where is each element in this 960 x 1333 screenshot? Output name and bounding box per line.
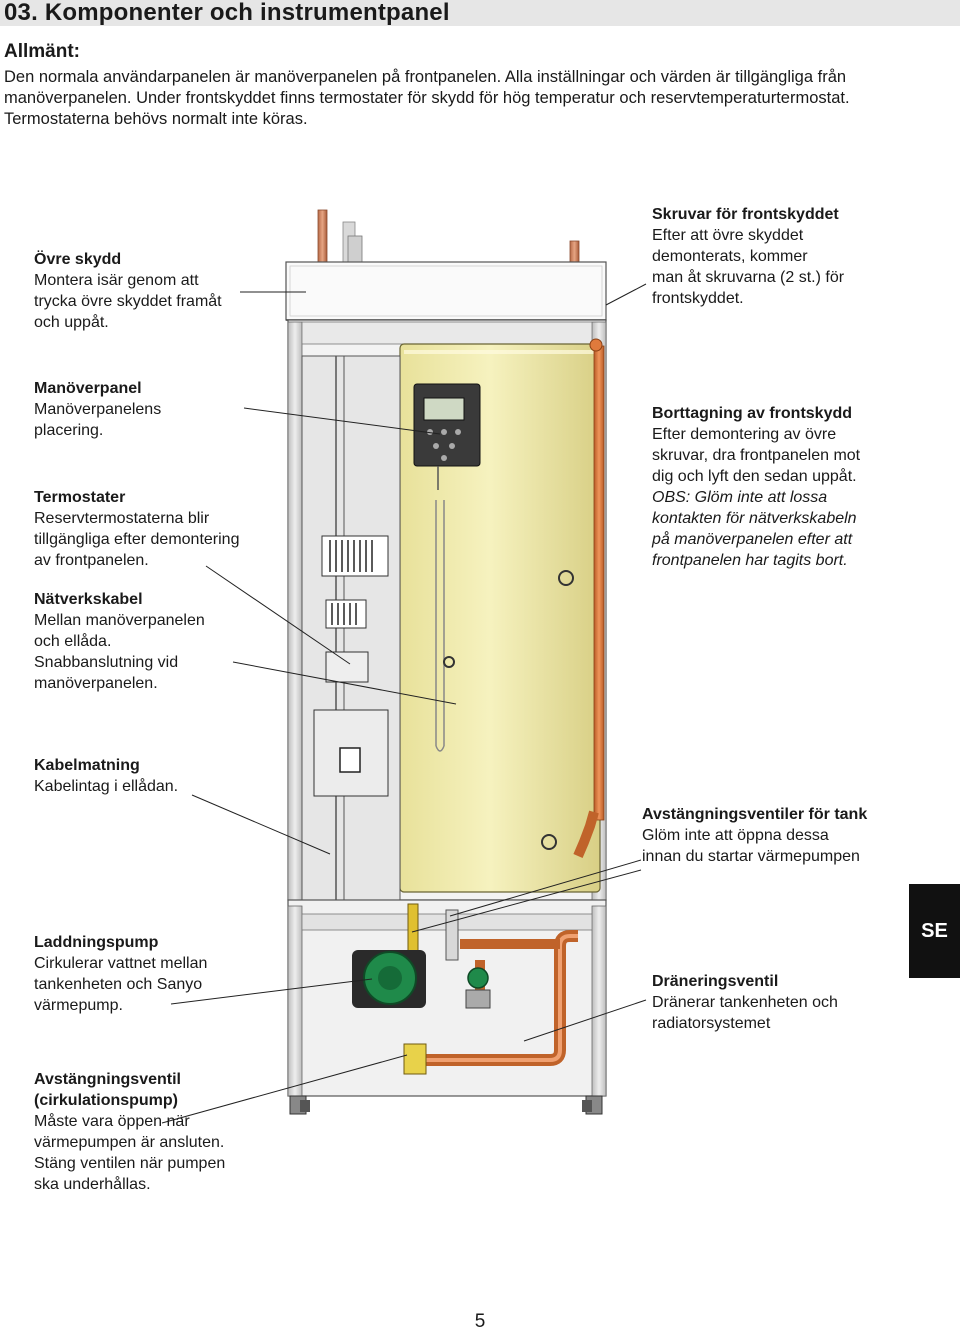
callout-line: dig och lyft den sedan uppåt. — [652, 468, 857, 485]
electric-box — [301, 355, 401, 901]
callout-line: Måste vara öppen när — [34, 1113, 190, 1130]
callout-line: manöverpanelen. — [34, 675, 158, 692]
callout-ovre-skydd: Övre skydd Montera isär genom att trycka… — [34, 249, 222, 333]
control-panel-unit — [413, 383, 481, 490]
callout-note-line: kontakten för nätverkskabeln — [652, 510, 857, 527]
top-cover — [285, 261, 607, 321]
callout-line: tillgängliga efter demontering — [34, 531, 240, 548]
callout-line: Manöverpanelens — [34, 401, 162, 418]
callout-borttagning: Borttagning av frontskydd Efter demonter… — [652, 403, 860, 571]
page-number: 5 — [474, 1311, 486, 1332]
callout-note-line: på manöverpanelen efter att — [652, 531, 853, 548]
callout-line: demonterats, kommer — [652, 248, 808, 265]
callout-natverkskabel: Nätverkskabel Mellan manöverpanelen och … — [34, 589, 205, 694]
callout-line: av frontpanelen. — [34, 552, 149, 569]
callout-line: tankenheten och Sanyo — [34, 976, 203, 993]
callout-heading: Övre skydd — [34, 251, 122, 268]
callout-heading: Termostater — [34, 489, 126, 506]
callout-heading: Borttagning av frontskydd — [652, 405, 853, 422]
callout-heading: Manöverpanel — [34, 380, 142, 397]
callout-line: Mellan manöverpanelen — [34, 612, 205, 629]
callout-line: innan du startar värmepumpen — [642, 848, 860, 865]
callout-skruvar: Skruvar för frontskyddet Efter att övre … — [652, 204, 844, 309]
page-title: 03. Komponenter och instrumentpanel — [4, 0, 450, 26]
callout-line: ska underhållas. — [34, 1176, 151, 1193]
callout-note-line: frontpanelen har tagits bort. — [652, 552, 848, 569]
language-tab: SE — [909, 884, 960, 978]
callout-heading: Laddningspump — [34, 934, 159, 951]
flow-pipe-right — [573, 338, 605, 858]
callout-line: Snabbanslutning vid — [34, 654, 179, 671]
callout-line: Reservtermostaterna blir — [34, 510, 210, 527]
callout-line: trycka övre skyddet framåt — [34, 293, 222, 310]
callout-avstangningsventil: Avstängningsventil (cirkulationspump) Må… — [34, 1069, 225, 1195]
callout-heading: Kabelmatning — [34, 757, 140, 774]
charging-pump — [352, 950, 491, 1009]
callout-line: och uppåt. — [34, 314, 109, 331]
leader-lines — [161, 283, 647, 1124]
callout-heading: Avstängningsventiler för tank — [642, 806, 868, 823]
callout-line: skruvar, dra frontpanelen mot — [652, 447, 861, 464]
top-pipes — [317, 209, 580, 264]
callout-line: Glöm inte att öppna dessa — [642, 827, 829, 844]
callout-line: Efter demontering av övre — [652, 426, 837, 443]
sensor-rod — [435, 500, 574, 850]
callout-termostater: Termostater Reservtermostaterna blir til… — [34, 487, 239, 571]
callout-line: värmepumpen är ansluten. — [34, 1134, 225, 1151]
callout-line: Cirkulerar vattnet mellan — [34, 955, 208, 972]
callout-line: Montera isär genom att — [34, 272, 199, 289]
callout-manoverpanel: Manöverpanel Manöverpanelens placering. — [34, 378, 161, 441]
callout-line: och ellåda. — [34, 633, 112, 650]
callout-line: man åt skruvarna (2 st.) för — [652, 269, 845, 286]
callout-heading: (cirkulationspump) — [34, 1092, 179, 1109]
callout-kabelmatning: Kabelmatning Kabelintag i ellådan. — [34, 755, 178, 797]
callout-line: värmepump. — [34, 997, 123, 1014]
callout-heading: Nätverkskabel — [34, 591, 143, 608]
callout-laddningspump: Laddningspump Cirkulerar vattnet mellan … — [34, 932, 207, 1016]
callout-line: Kabelintag i ellådan. — [34, 778, 179, 795]
callout-heading: Skruvar för frontskyddet — [652, 206, 839, 223]
callout-heading: Dräneringsventil — [652, 973, 779, 990]
section-heading: Allmänt: — [4, 41, 80, 62]
callout-note-line: OBS: Glöm inte att lossa — [652, 489, 828, 506]
callout-line: Efter att övre skyddet — [652, 227, 804, 244]
callout-line: Dränerar tankenheten och — [652, 994, 838, 1011]
callout-heading: Avstängningsventil — [34, 1071, 181, 1088]
callout-line: placering. — [34, 422, 104, 439]
callout-line: Stäng ventilen när pumpen — [34, 1155, 226, 1172]
callout-line: radiatorsystemet — [652, 1015, 771, 1032]
bottom-pipes — [403, 903, 578, 1075]
intro-paragraph: Den normala användarpanelen är manöverpa… — [4, 68, 850, 128]
callout-dranering: Dräneringsventil Dränerar tankenheten oc… — [652, 971, 838, 1034]
callout-line: frontskyddet. — [652, 290, 744, 307]
page-title-bar: 03. Komponenter och instrumentpanel — [0, 0, 960, 26]
callout-avstangningsventiler-tank: Avstängningsventiler för tank Glöm inte … — [642, 804, 867, 867]
